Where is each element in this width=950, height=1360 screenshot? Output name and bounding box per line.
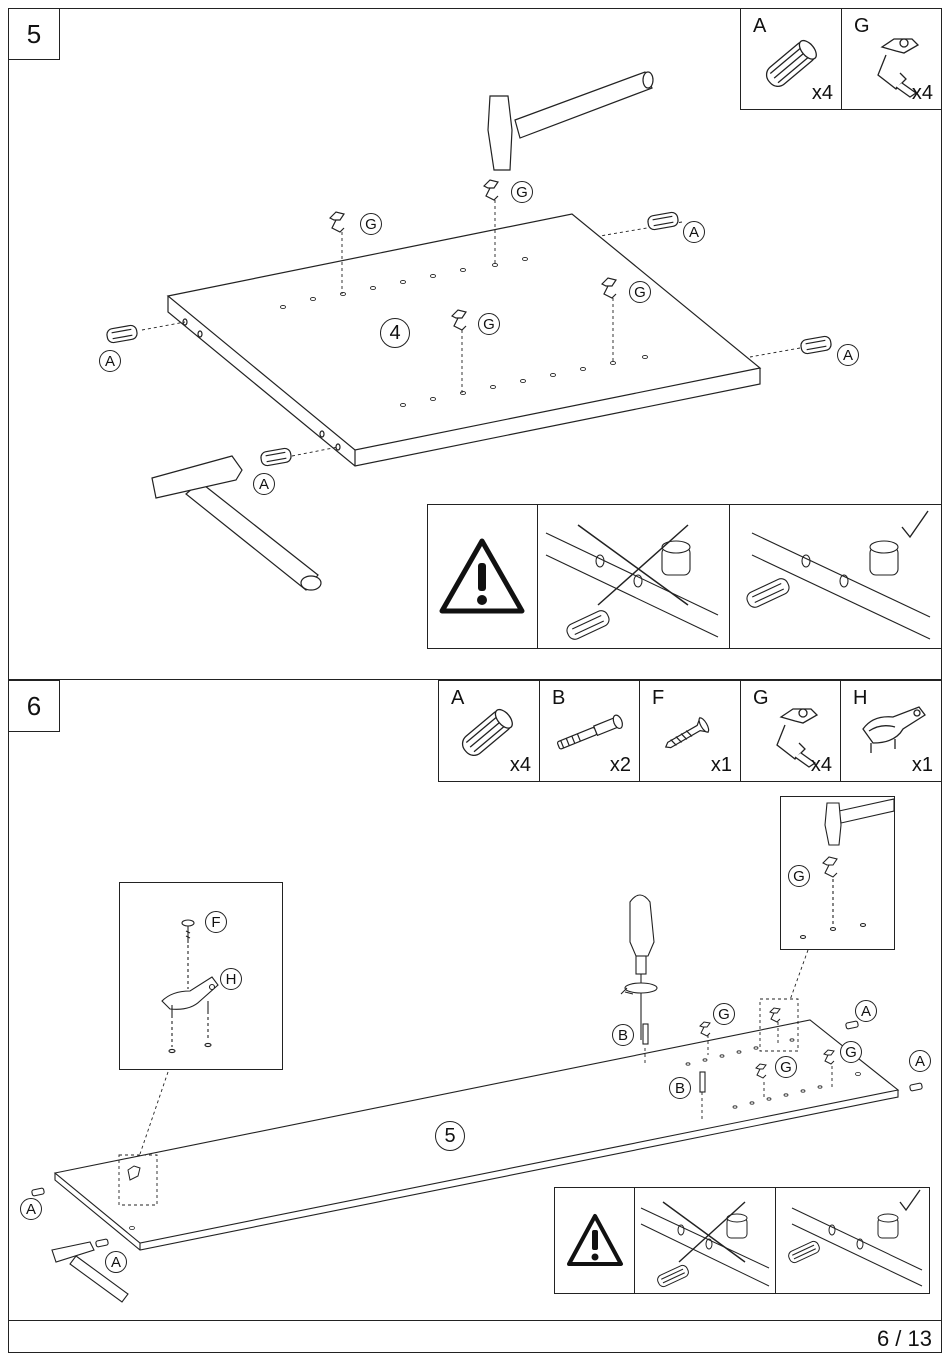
step6-correct-method (775, 1187, 930, 1294)
callout-g: G (775, 1056, 797, 1078)
correct-insertion-illustration (776, 1188, 929, 1293)
callout-a: A (909, 1050, 931, 1072)
step6-warning-box (554, 1187, 635, 1294)
wrong-insertion-illustration (635, 1188, 775, 1293)
callout-g: G (840, 1041, 862, 1063)
callout-a: A (20, 1198, 42, 1220)
step6-wrong-method (634, 1187, 776, 1294)
panel-5-label: 5 (435, 1121, 465, 1151)
callout-g: G (713, 1003, 735, 1025)
callout-b: B (612, 1024, 634, 1046)
callout-b: B (669, 1077, 691, 1099)
callout-a: A (105, 1251, 127, 1273)
callout-a: A (855, 1000, 877, 1022)
warning-icon (555, 1188, 634, 1293)
